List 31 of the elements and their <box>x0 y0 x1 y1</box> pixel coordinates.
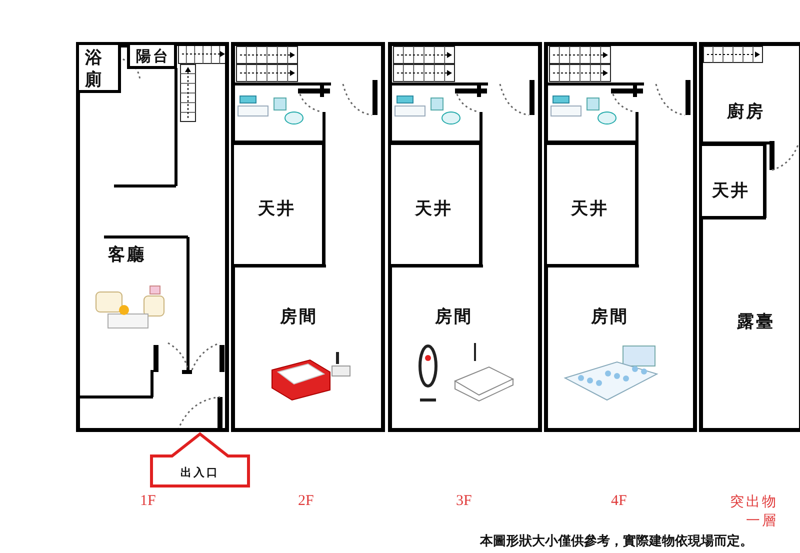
room-box <box>231 142 325 267</box>
floor-outline <box>544 42 697 432</box>
floor-label: 1F <box>140 493 156 510</box>
floor-outline <box>231 42 385 432</box>
room-label: 露臺 <box>737 311 775 333</box>
floor-outline <box>699 42 800 432</box>
room-label: 房間 <box>591 306 629 328</box>
entrance-arrow <box>150 432 250 488</box>
room-label: 天井 <box>712 180 750 202</box>
room-box <box>127 42 177 69</box>
room-box <box>76 42 121 93</box>
entrance-label: 出入口 <box>180 465 220 480</box>
room-label: 天井 <box>571 198 609 220</box>
room-label: 客廳 <box>108 244 146 266</box>
room-label: 天井 <box>415 198 453 220</box>
floor-outline <box>76 42 229 432</box>
room-label: 天井 <box>258 198 296 220</box>
room-label: 陽台 <box>136 47 170 66</box>
room-label: 廚房 <box>727 101 765 123</box>
room-box <box>388 142 482 267</box>
room-label: 房間 <box>280 306 318 328</box>
floor-label: 3F <box>456 493 472 510</box>
room-box <box>544 142 638 267</box>
floor-label: 4F <box>611 493 627 510</box>
room-label: 房間 <box>435 306 473 328</box>
disclaimer-note: 本圖形狀大小僅供參考，實際建物依現場而定。 <box>480 532 753 550</box>
floor-label: 2F <box>298 493 314 510</box>
floor-outline <box>388 42 542 432</box>
room-label: 浴廁 <box>85 47 105 91</box>
floor-label: 突出物一層 <box>729 493 778 531</box>
room-box <box>699 143 766 219</box>
